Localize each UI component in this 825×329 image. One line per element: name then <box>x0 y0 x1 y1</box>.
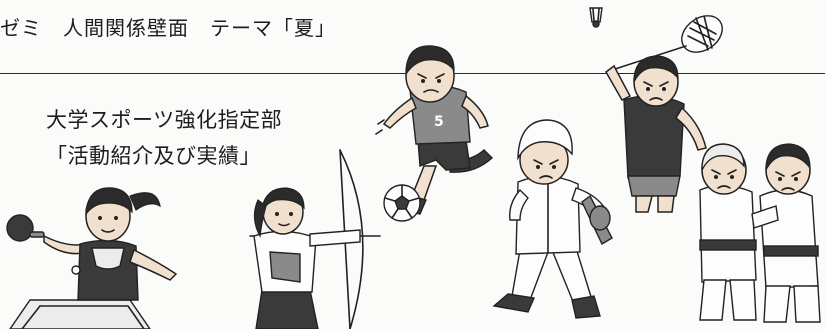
table-tennis-player <box>6 187 178 329</box>
club-title: 大学スポーツ強化指定部 <box>46 108 283 132</box>
baseball-player <box>492 119 613 319</box>
club-subtitle: 「活動紹介及び実績」 <box>46 144 261 168</box>
soccer-ball-icon <box>383 184 421 222</box>
archer <box>249 149 381 329</box>
badminton-player <box>605 15 723 213</box>
page-header: ゼミ 人間関係壁面 テーマ「夏」 <box>0 16 336 40</box>
jersey-number: 5 <box>434 114 444 130</box>
soccer-player: 5 <box>375 45 494 215</box>
shuttlecock-icon <box>589 7 603 28</box>
judo-players <box>699 143 821 323</box>
